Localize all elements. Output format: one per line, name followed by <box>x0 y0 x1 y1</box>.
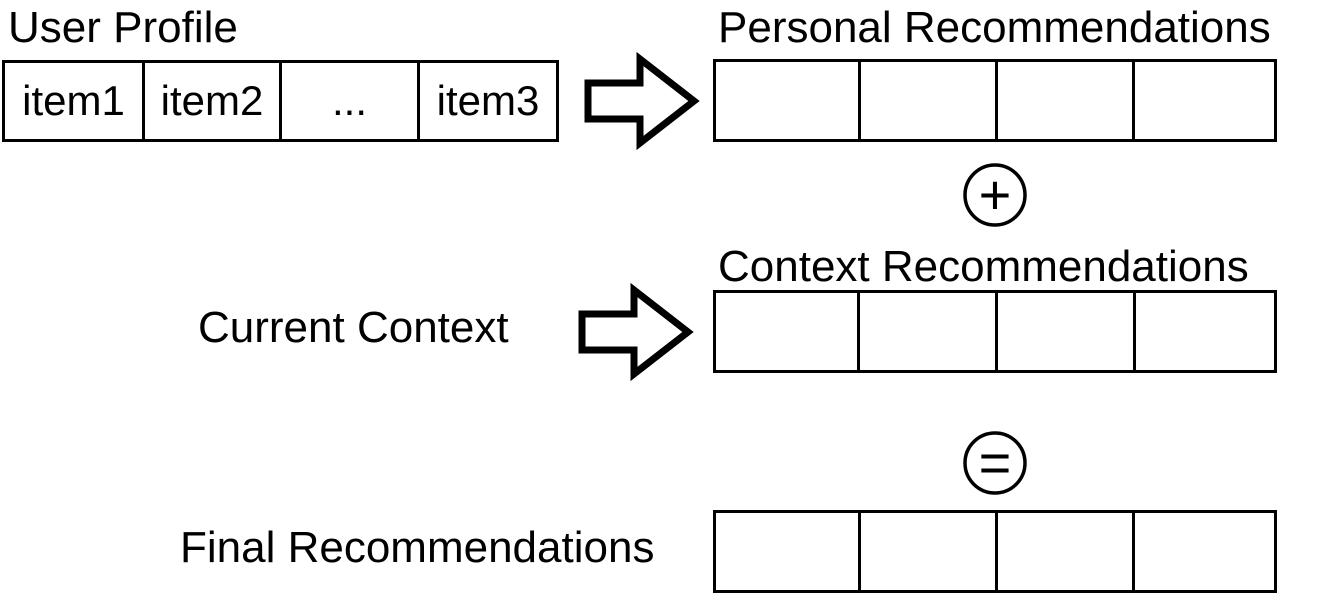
profile-item-cell: item3 <box>420 63 556 139</box>
recommendation-slot <box>716 293 860 370</box>
profile-item-cell: ... <box>282 63 420 139</box>
plus-operator: + <box>978 163 1012 226</box>
profile-item-label: ... <box>331 77 367 124</box>
user-profile-label: User Profile <box>8 3 238 52</box>
recommendation-slot <box>861 62 998 139</box>
equals-circle-icon <box>963 431 1027 495</box>
recommendation-slot <box>1135 513 1274 590</box>
plus-circle-icon <box>963 163 1027 227</box>
final-recommendations-label: Final Recommendations <box>180 523 655 572</box>
profile-item-label: item3 <box>436 77 540 124</box>
context-recommendations-strip <box>713 290 1277 373</box>
right-arrow-icon <box>578 282 694 382</box>
profile-item-label: item2 <box>160 77 264 124</box>
recommendation-slot <box>1135 62 1274 139</box>
recommendation-slot <box>716 513 861 590</box>
recommendation-slot <box>1136 293 1274 370</box>
personal-recommendations-strip <box>713 59 1277 142</box>
recommendation-slot <box>716 62 861 139</box>
user-profile-strip: item1 item2 ... item3 <box>2 60 559 142</box>
equals-operator: = <box>978 431 1012 494</box>
recommendation-slot <box>861 513 998 590</box>
recommendation-slot <box>998 293 1136 370</box>
recommendation-slot <box>998 62 1135 139</box>
right-arrow-icon <box>584 51 700 151</box>
final-recommendations-strip <box>713 510 1277 593</box>
profile-item-cell: item1 <box>5 63 145 139</box>
profile-item-cell: item2 <box>145 63 282 139</box>
current-context-label: Current Context <box>198 303 509 352</box>
recommendation-slot <box>998 513 1135 590</box>
context-recommendations-label: Context Recommendations <box>718 242 1249 291</box>
personal-recommendations-label: Personal Recommendations <box>718 3 1271 52</box>
profile-item-label: item1 <box>22 77 125 124</box>
recommendation-slot <box>860 293 998 370</box>
